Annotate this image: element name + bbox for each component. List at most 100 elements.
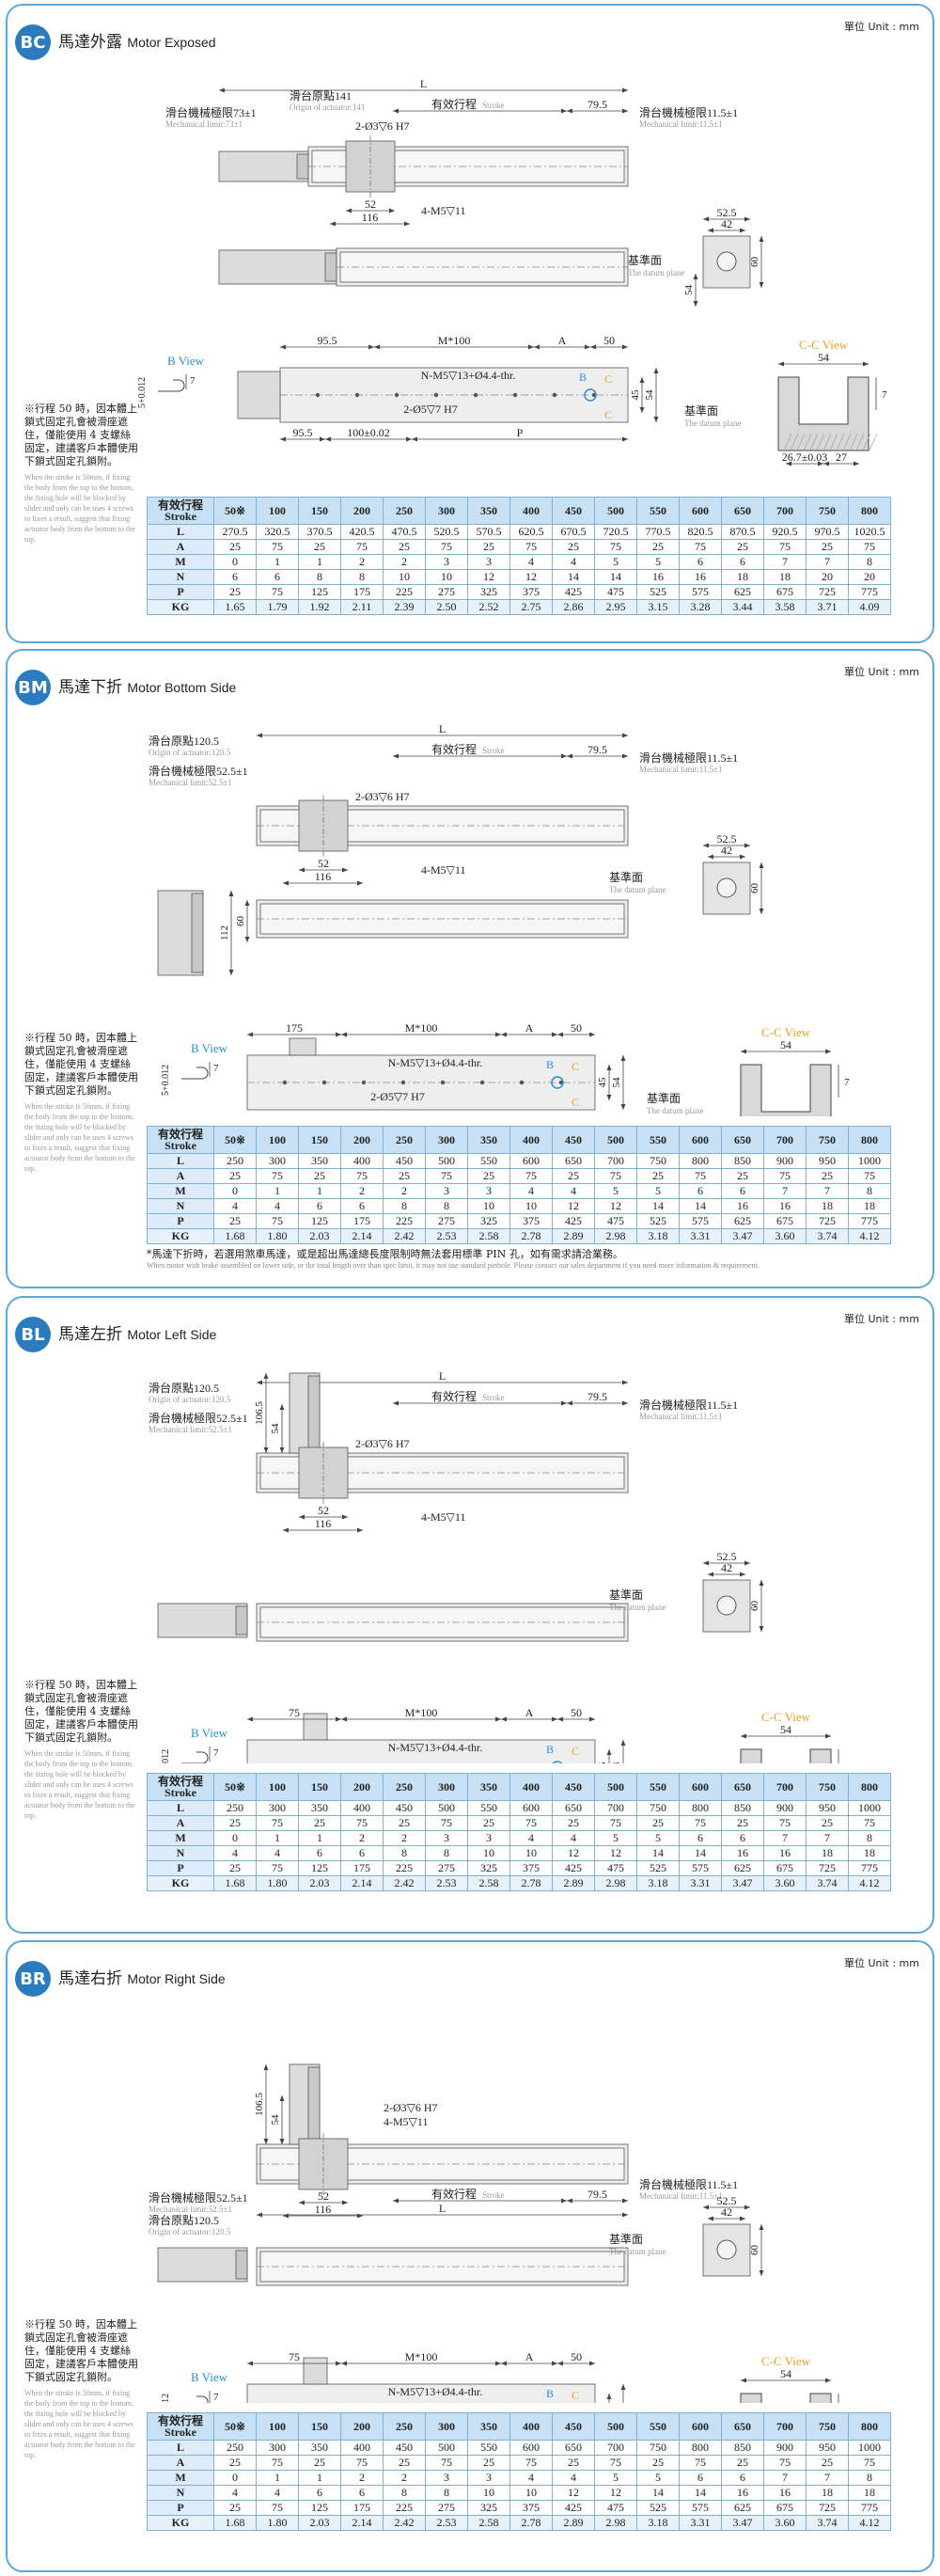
table-cell: 75 <box>763 2455 807 2471</box>
b-view-pin <box>196 2395 209 2403</box>
motor-flange <box>307 2066 321 2142</box>
note-zh: ※行程 50 時，因本體上鎖式固定孔會被滑座遮住，僅能使用 4 支螺絲固定，建議… <box>24 1032 138 1097</box>
dimension-label: 116 <box>315 1517 332 1530</box>
stroke-value: 350 <box>467 497 510 525</box>
table-cell: 75 <box>763 1168 807 1184</box>
dimension-label: 95.5 <box>293 426 313 439</box>
m5-label: 4-M5▽11 <box>421 1510 465 1524</box>
table-cell: 700 <box>594 2440 637 2456</box>
table-cell: 8 <box>383 2485 426 2501</box>
table-cell: 425 <box>552 2500 595 2516</box>
stroke-value: 200 <box>340 2412 384 2441</box>
table-cell: 950 <box>806 1153 849 1169</box>
table-cell: 8 <box>383 1845 426 1861</box>
arrow-head <box>257 1380 262 1385</box>
table-cell: 675 <box>763 584 807 600</box>
mount-hole <box>394 392 400 398</box>
mech-limit-left: 滑台機械極限52.5±1 <box>149 1411 248 1425</box>
end-view-bore <box>716 2239 737 2260</box>
dimension-label: 7 <box>213 1063 219 1074</box>
table-cell: 620.5 <box>509 524 553 540</box>
hatch-line <box>869 433 878 451</box>
note-en: When the stroke is 50mm, if fixing the b… <box>24 1102 135 1173</box>
arrow-head <box>622 436 628 442</box>
table-cell: 16 <box>636 569 680 585</box>
dimension-label: 7 <box>213 1747 219 1759</box>
dimension-label: 60 <box>749 1601 760 1612</box>
table-cell: 800 <box>679 1800 722 1816</box>
table-cell: 18 <box>806 1198 849 1214</box>
table-cell: 75 <box>340 1815 384 1831</box>
table-cell: 500 <box>425 1153 468 1169</box>
table-cell: 6 <box>679 1830 722 1846</box>
stroke-value: 550 <box>636 497 680 525</box>
table-cell: 8 <box>298 569 341 585</box>
table-cell: 2.14 <box>340 1228 384 1244</box>
stroke-value: 750 <box>806 1126 849 1154</box>
stroke-header-zh: 有效行程 <box>157 498 203 512</box>
table-cell: 25 <box>467 1815 510 1831</box>
table-cell: 2.42 <box>383 2515 426 2531</box>
mech-limit-left-en: Mechanical limit:73±1 <box>165 119 243 129</box>
stroke-header-zh: 有效行程 <box>157 1128 203 1141</box>
table-cell: 3.60 <box>763 1228 807 1244</box>
table-cell: 1000 <box>848 1800 891 1816</box>
table-cell: 75 <box>594 1168 637 1184</box>
table-cell: 375 <box>509 1213 553 1229</box>
table-cell: 14 <box>552 569 595 585</box>
table-cell: 1.79 <box>256 599 299 615</box>
stroke-value: 700 <box>763 2412 807 2441</box>
footer-note: *馬達下折時，若選用煞車馬達，或是超出馬達總長度限制時無法套用標準 PIN 孔，… <box>147 1246 760 1270</box>
table-cell: 75 <box>594 539 637 555</box>
datum-label: 基準面 <box>609 2232 643 2246</box>
table-cell: 575 <box>679 1860 722 1876</box>
table-cell: 1.80 <box>256 1875 299 1891</box>
table-cell: 450 <box>383 1800 426 1816</box>
front-view-body <box>246 1739 596 1763</box>
stroke-value: 750 <box>806 1773 849 1801</box>
arrow-head <box>759 862 764 868</box>
arrow-head <box>693 301 698 307</box>
table-cell: 14 <box>636 1845 680 1861</box>
table-cell: 3.74 <box>806 1228 849 1244</box>
table-cell: 2.98 <box>594 2515 637 2531</box>
table-cell: 10 <box>467 1198 510 1214</box>
b-view-pin <box>158 379 185 392</box>
datum-label: 基準面 <box>609 870 643 884</box>
table-cell: 0 <box>213 1183 257 1199</box>
table-cell: 16 <box>721 1845 764 1861</box>
arrow-head <box>247 1032 253 1037</box>
table-cell: 18 <box>848 1198 891 1214</box>
stroke-value: 500 <box>594 1773 637 1801</box>
table-cell: 420.5 <box>340 524 384 540</box>
dimension-label: 54 <box>611 1077 622 1088</box>
table-cell: 75 <box>848 1168 891 1184</box>
table-cell: 14 <box>679 2485 722 2501</box>
b-view-marker <box>551 1076 564 1089</box>
table-cell: 75 <box>256 1860 299 1876</box>
arrow-head <box>257 733 262 738</box>
table-cell: 75 <box>763 539 807 555</box>
table-cell: 6 <box>213 569 257 585</box>
row-label: A <box>147 539 214 555</box>
stroke-value: 450 <box>552 2412 595 2441</box>
table-cell: 5 <box>594 1183 637 1199</box>
table-cell: 25 <box>721 2455 764 2471</box>
table-cell: 7 <box>806 1183 849 1199</box>
arrow-head <box>561 1400 567 1406</box>
table-cell: 3.15 <box>636 599 680 615</box>
table-cell: 400 <box>340 2440 384 2456</box>
table-cell: 6 <box>298 1845 341 1861</box>
stroke-value: 800 <box>848 497 891 525</box>
stroke-value: 150 <box>298 1126 341 1154</box>
table-cell: 75 <box>256 2500 299 2516</box>
table-cell: 2.98 <box>594 1228 637 1244</box>
arrow-head <box>744 216 750 222</box>
table-cell: 725 <box>806 584 849 600</box>
arrow-head <box>557 2361 563 2366</box>
table-cell: 850 <box>721 2440 764 2456</box>
